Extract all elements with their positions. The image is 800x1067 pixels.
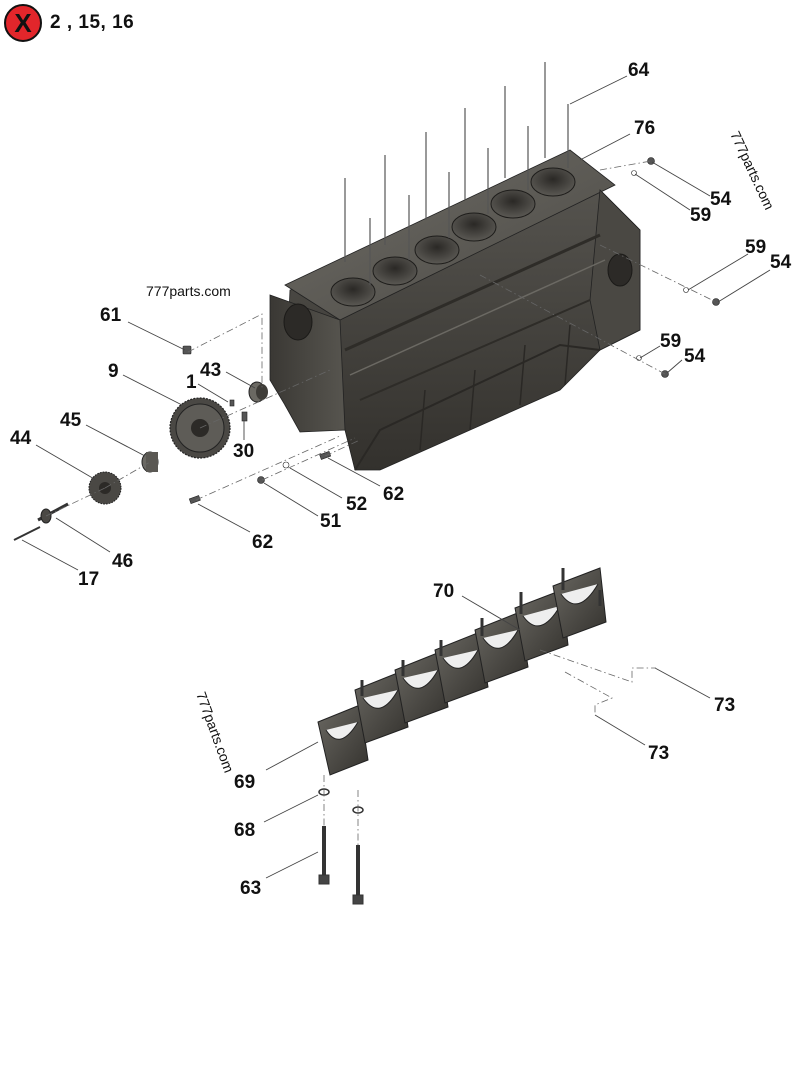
- callout-1: 1: [186, 372, 197, 393]
- cylinder-block: [269, 149, 641, 471]
- callout-69: 69: [234, 772, 255, 793]
- main-bearing-caps: [317, 567, 607, 776]
- watermark-middle: 777parts.com: [146, 283, 231, 299]
- callout-labels: 64 76 54 59 59 54 59 54 61 43 9 1 45 30 …: [10, 60, 792, 899]
- callout-63: 63: [240, 878, 261, 899]
- callout-45: 45: [60, 410, 82, 431]
- callout-59-top: 59: [690, 205, 711, 226]
- watermark-right: 777parts.com: [727, 129, 777, 213]
- exclusion-x-icon: X: [4, 4, 42, 42]
- callout-64: 64: [628, 60, 650, 81]
- callout-17: 17: [78, 569, 99, 590]
- watermark-left: 777parts.com: [193, 690, 237, 775]
- callout-46: 46: [112, 551, 133, 572]
- callout-59-mid: 59: [745, 237, 766, 258]
- gear-shaft: [37, 502, 69, 524]
- callout-54-low: 54: [684, 346, 706, 367]
- callout-61: 61: [100, 305, 122, 326]
- small-fasteners: [182, 157, 720, 504]
- shaft-bolt: [13, 526, 41, 541]
- callout-62-left: 62: [252, 532, 273, 553]
- cap-bolts: [318, 826, 364, 905]
- idler-hub: [248, 381, 268, 403]
- bushing: [141, 451, 159, 473]
- center-lines: [45, 160, 717, 845]
- callout-52: 52: [346, 494, 367, 515]
- callout-54-mid: 54: [770, 252, 792, 273]
- callout-59-low: 59: [660, 331, 681, 352]
- exclusion-items: 2 , 15, 16: [50, 12, 135, 33]
- leader-lines: [21, 75, 771, 879]
- cap-washers: [318, 788, 364, 814]
- callout-44: 44: [10, 428, 32, 449]
- callout-68: 68: [234, 820, 255, 841]
- exclusion-note: X 2 , 15, 16: [4, 4, 134, 42]
- callout-76: 76: [634, 118, 655, 139]
- callout-51: 51: [320, 511, 342, 532]
- callout-9: 9: [108, 361, 119, 382]
- callout-73-upper: 73: [714, 695, 735, 716]
- callout-62-right: 62: [383, 484, 404, 505]
- callout-70: 70: [433, 581, 454, 602]
- callout-54-top: 54: [710, 189, 732, 210]
- callout-73-lower: 73: [648, 743, 669, 764]
- callout-43: 43: [200, 360, 221, 381]
- head-studs: [344, 62, 569, 285]
- callout-30: 30: [233, 441, 254, 462]
